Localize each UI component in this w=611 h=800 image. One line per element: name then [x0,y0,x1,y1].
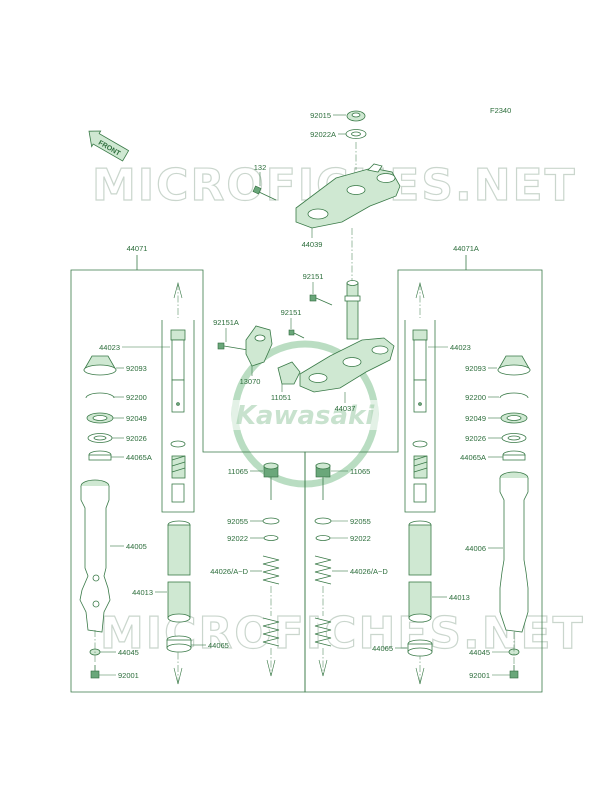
label-92015: 92015 [310,111,331,120]
bolt-92151A [217,342,249,351]
label-44065-center-left: 44065 [208,641,229,650]
label-44071: 44071 [127,244,148,253]
upper-bracket-44039 [295,163,401,229]
label-44013-right: 44013 [449,593,470,602]
label-44065A-right: 44065A [460,453,486,462]
label-11065-left: 11065 [228,467,248,476]
fork-cap-44023-left [170,329,186,381]
piston-44013-right [408,520,432,623]
label-44013-left: 44013 [132,588,153,597]
label-44037: 44037 [335,404,356,413]
oil-seal-92049-right [500,412,528,424]
label-44023-left: 44023 [99,343,120,352]
label-44006: 44006 [465,544,486,553]
label-92093-right: 92093 [465,364,486,373]
label-11065-right: 11065 [350,467,370,476]
bracket-11051 [277,361,301,385]
label-92200-left: 92200 [126,393,147,402]
label-44026-left: 44026/A~D [210,567,248,576]
label-92055-right: 92055 [350,517,371,526]
washer-92022A [345,129,367,139]
washer-92026-right [501,433,527,443]
label-92022A: 92022A [310,130,336,139]
label-92026-right: 92026 [465,434,486,443]
bushing-44065A-right [502,450,526,461]
inner-pipe-right [412,379,428,503]
label-44045-left: 44045 [118,648,139,657]
bolt-92151-top [309,294,333,306]
label-44065A-left: 44065A [126,453,152,462]
kawasaki-logo-text: Kawasaki [236,401,376,431]
clamp-13070 [245,325,273,367]
bushing-44065-right [407,639,433,657]
label-92049-left: 92049 [126,414,147,423]
label-13070: 13070 [240,377,261,386]
label-11051: 11051 [271,393,291,402]
circlip-92200-right [499,392,529,399]
bolt-132 [252,185,277,201]
dust-seal-92093-right [497,355,531,376]
front-arrow-icon: FRONT [88,130,130,162]
label-92151-mid: 92151 [281,308,302,317]
bolt-92001-left [90,665,100,679]
outer-tube-44005 [79,479,111,633]
label-92049-right: 92049 [465,414,486,423]
label-44005: 44005 [126,542,147,551]
left-inner-subframe [161,320,195,513]
damper-11065-right [315,462,331,500]
bolt-92001-right [509,665,519,679]
label-92001-right: 92001 [469,671,490,680]
label-44071A: 44071A [453,244,479,253]
fork-cap-44023-right [412,329,428,381]
washer-92022-left [263,535,279,541]
bushing-44065-center-left [166,635,192,653]
circlip-92200-left [85,392,115,399]
label-44065-right: 44065 [372,644,393,653]
figure-code: F2340 [490,106,511,115]
washer-92026-left [87,433,113,443]
oil-seal-92049-left [86,412,114,424]
spring-44026-right [314,555,332,647]
dust-seal-92093-left [83,355,117,376]
damper-11065-left [263,462,279,500]
nut-92015 [346,110,366,122]
label-92151A: 92151A [213,318,239,327]
kawasaki-logo: Kawasaki [231,340,379,488]
label-92022-right: 92022 [350,534,371,543]
lower-bracket-44037 [299,337,395,393]
oring-92055-right [314,517,332,525]
right-assembly-frame [304,269,543,693]
label-132: 132 [254,163,267,172]
inner-pipe-left [170,379,186,503]
outer-tube-44006 [499,471,529,633]
bushing-44065A-left [88,450,112,461]
label-92093-left: 92093 [126,364,147,373]
bolt-92151-mid [288,329,305,339]
spring-44026-left [262,555,280,647]
piston-44013-left [167,520,191,623]
washer-92022-right [315,535,331,541]
right-inner-subframe [404,320,436,513]
label-92026-left: 92026 [126,434,147,443]
label-44026-right: 44026/A~D [350,567,388,576]
label-44039: 44039 [302,240,323,249]
label-92022-left: 92022 [227,534,248,543]
label-92151-top: 92151 [303,272,324,281]
oring-92055-left [262,517,280,525]
label-92001-left: 92001 [118,671,139,680]
label-92200-right: 92200 [465,393,486,402]
steering-stem [344,280,361,340]
label-44045-right: 44045 [469,648,490,657]
label-44023-right: 44023 [450,343,471,352]
label-92055-left: 92055 [227,517,248,526]
